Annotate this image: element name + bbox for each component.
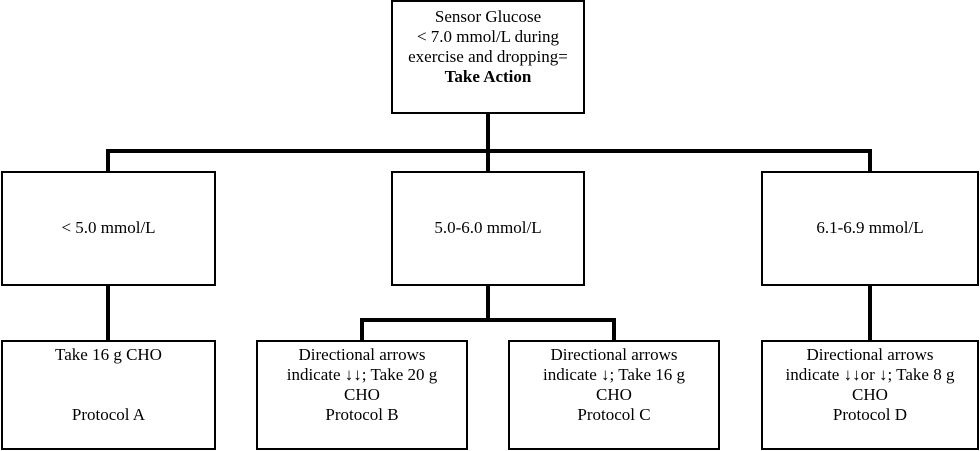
protocol-d-line-3: CHO <box>852 385 888 404</box>
root-line-2: < 7.0 mmol/L during <box>416 27 560 46</box>
range-label-low: < 5.0 mmol/L <box>61 217 156 237</box>
range-node-mid: 5.0-6.0 mmol/L <box>391 171 585 286</box>
connector-protocol-c-drop <box>612 318 616 342</box>
protocol-a-line-1: Take 16 g CHO <box>55 345 162 364</box>
protocol-c-line-3: CHO <box>596 385 632 404</box>
connector-root-down <box>486 113 490 151</box>
connector-range-b-drop <box>486 149 490 173</box>
protocol-c-line-1: Directional arrows <box>550 345 678 364</box>
protocol-node-c: Directional arrows indicate ↓; Take 16 g… <box>508 340 720 450</box>
protocol-node-b: Directional arrows indicate ↓↓; Take 20 … <box>256 340 468 450</box>
protocol-c-name: Protocol C <box>577 405 651 424</box>
protocol-node-a: Take 16 g CHO Protocol A <box>1 340 216 450</box>
root-action: Take Action <box>444 67 532 86</box>
protocol-d-line-1: Directional arrows <box>806 345 934 364</box>
root-line-3: exercise and dropping= <box>408 47 568 66</box>
connector-range-c-drop <box>868 149 872 173</box>
range-node-high: 6.1-6.9 mmol/L <box>761 171 979 286</box>
protocol-d-name: Protocol D <box>832 405 908 424</box>
connector-mid-horizontal <box>360 318 616 322</box>
protocol-c-line-2: indicate ↓; Take 16 g <box>542 365 685 384</box>
range-label-high: 6.1-6.9 mmol/L <box>816 217 924 237</box>
range-node-low: < 5.0 mmol/L <box>1 171 216 286</box>
protocol-a-name: Protocol A <box>71 405 146 424</box>
connector-range-b-down <box>486 285 490 321</box>
connector-range-c-to-protocol-d <box>868 285 872 342</box>
connector-range-a-drop <box>106 149 110 173</box>
connector-range-a-to-protocol-a <box>106 285 110 342</box>
protocol-b-line-2: indicate ↓↓; Take 20 g <box>286 365 438 384</box>
protocol-b-line-3: CHO <box>344 385 380 404</box>
protocol-node-d: Directional arrows indicate ↓↓or ↓; Take… <box>761 340 979 450</box>
root-node: Sensor Glucose < 7.0 mmol/L during exerc… <box>391 0 585 114</box>
protocol-b-name: Protocol B <box>325 405 399 424</box>
connector-protocol-b-drop <box>360 318 364 342</box>
protocol-d-line-2: indicate ↓↓or ↓; Take 8 g <box>785 365 955 384</box>
root-line-1: Sensor Glucose <box>434 7 542 26</box>
range-label-mid: 5.0-6.0 mmol/L <box>434 217 542 237</box>
protocol-b-line-1: Directional arrows <box>298 345 426 364</box>
